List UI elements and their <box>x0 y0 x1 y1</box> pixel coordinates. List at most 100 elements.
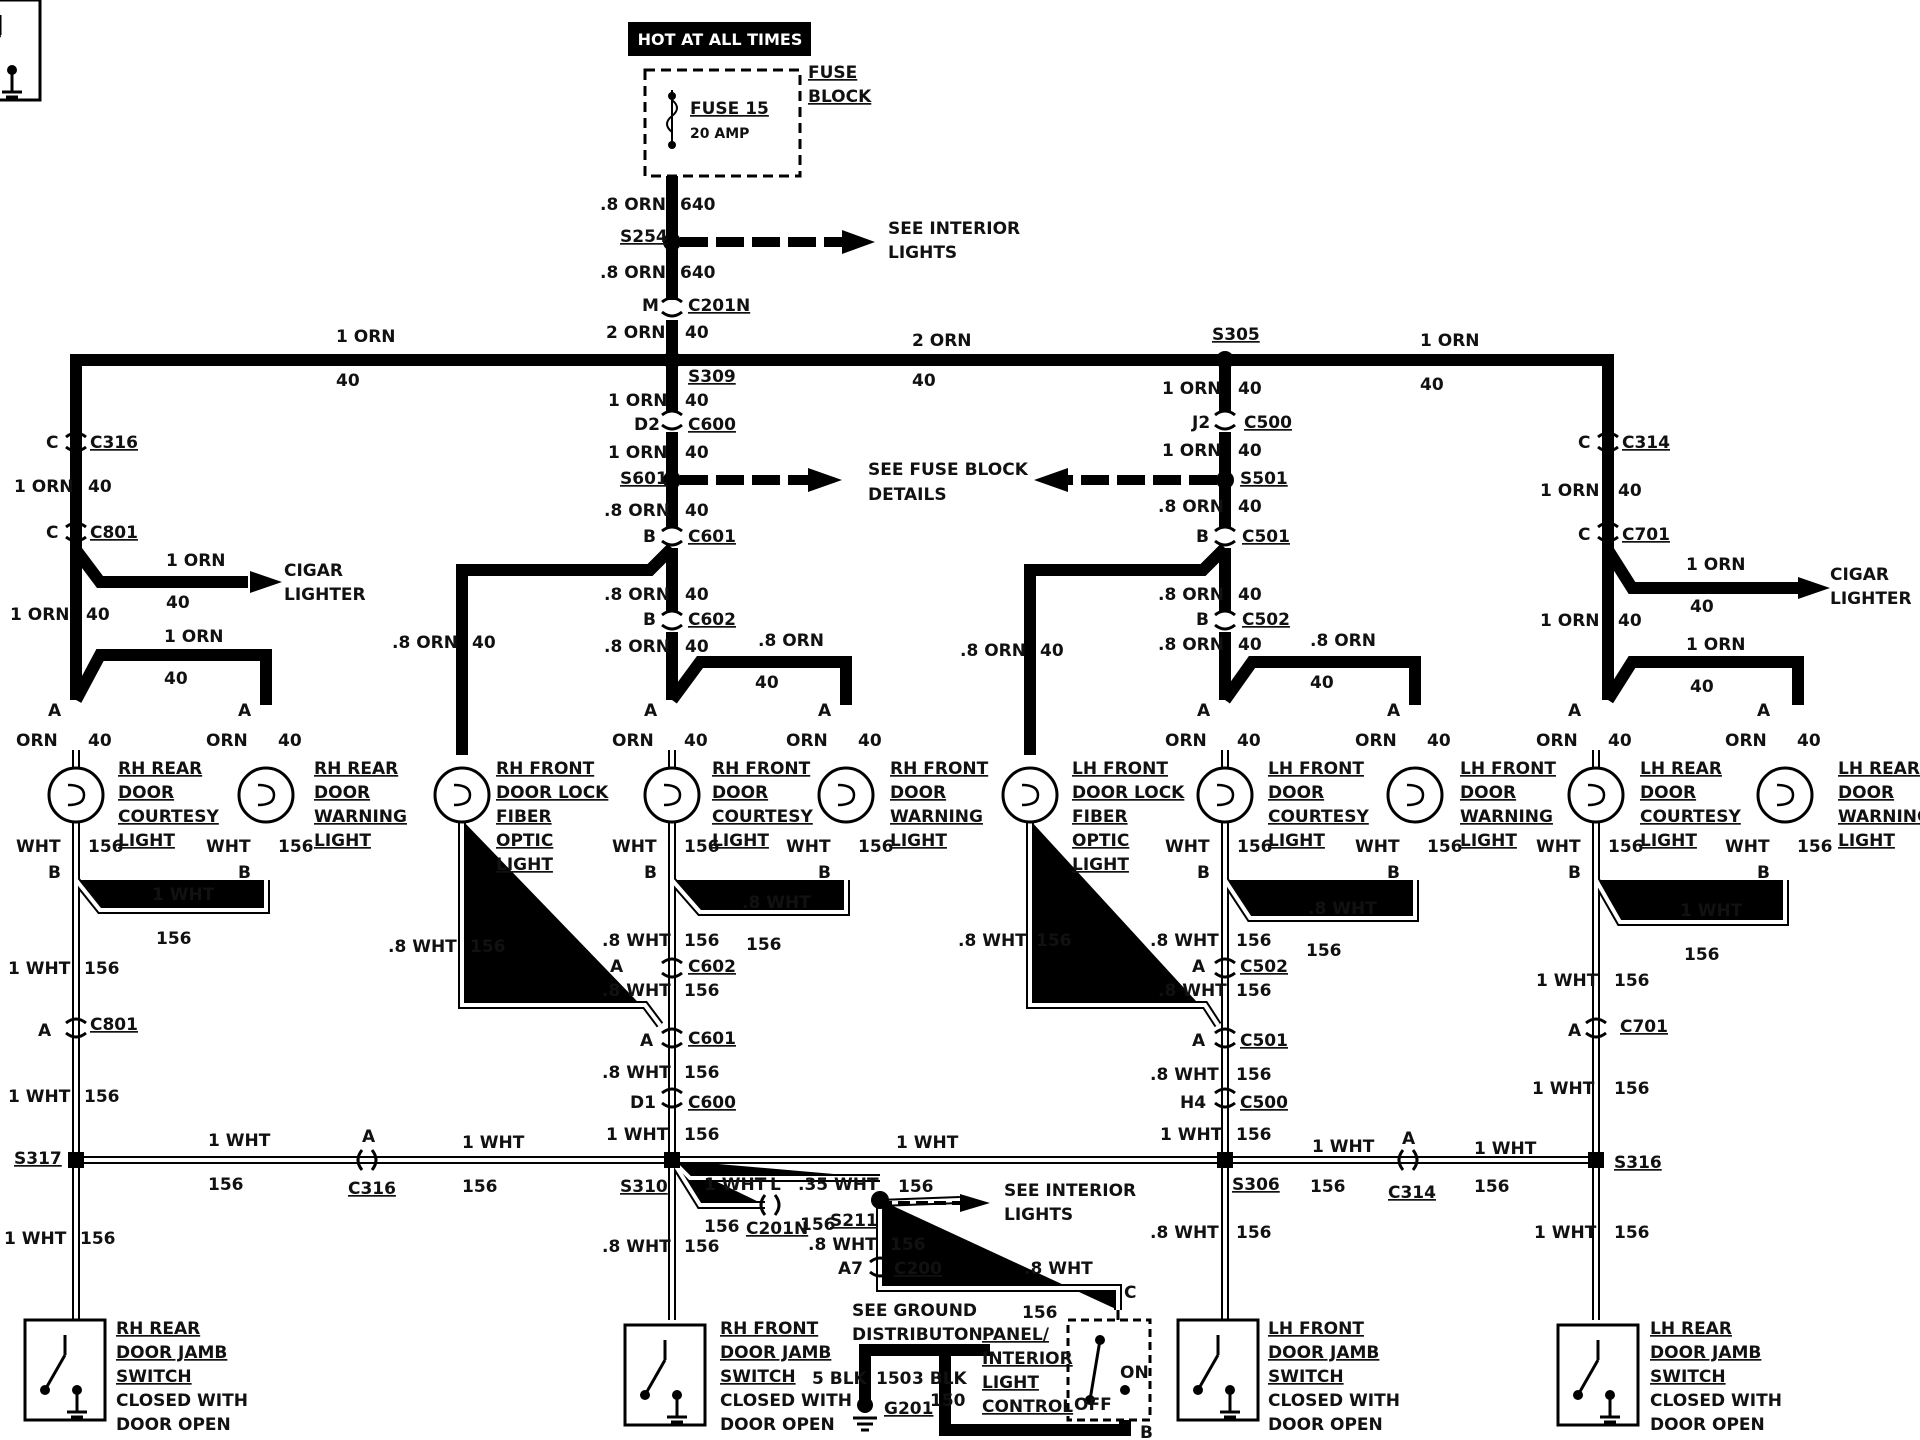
lamp-name-label: RH REAR <box>118 759 202 779</box>
circuit-label: 40 <box>755 673 779 693</box>
circuit-label: 40 <box>88 731 112 751</box>
lh-front-jamb-switch-icon <box>1176 1318 1260 1422</box>
lamp-name-label: LH REAR <box>1640 759 1722 779</box>
wire-label: .8 ORN <box>604 501 670 521</box>
wire-label: .8 ORN <box>600 263 666 283</box>
connector-label: C314 <box>1622 433 1670 453</box>
lamp-name-label: LH REAR <box>1838 759 1920 779</box>
switch-note-label: CLOSED WITH <box>1268 1391 1400 1411</box>
lamp-name-label: WARNING <box>1838 807 1920 827</box>
splice-label: S601 <box>620 469 668 489</box>
lamp-name-label: COURTESY <box>118 807 220 827</box>
wire-label: 2 ORN <box>912 331 972 351</box>
component-label: CONTROL <box>982 1397 1073 1417</box>
wire-label: 1 ORN <box>1540 481 1600 501</box>
circuit-label: 640 <box>680 263 716 283</box>
circuit-label: 40 <box>336 371 360 391</box>
circuit-label: 40 <box>1420 375 1444 395</box>
circuit-label: 156 <box>898 1177 934 1197</box>
circuit-label: 40 <box>1310 673 1334 693</box>
lamp-name-label: DOOR LOCK <box>1072 783 1185 803</box>
pin-label: A <box>644 701 658 721</box>
circuit-label: 40 <box>685 323 709 343</box>
wire-label: ORN <box>1536 731 1578 751</box>
circuit-label: 40 <box>1618 611 1642 631</box>
pin-label: A <box>238 701 252 721</box>
circuit-label: 156 <box>462 1177 498 1197</box>
see-fuse-block-details-arrow-left <box>680 468 842 492</box>
pin-label: B <box>48 863 61 883</box>
wire-label: 1 WHT <box>1474 1139 1537 1159</box>
lamp-name-label: LH FRONT <box>1072 759 1168 779</box>
connector-label: C502 <box>1242 610 1290 630</box>
pin-label: H4 <box>1180 1093 1206 1113</box>
pin-label: C <box>1124 1283 1136 1303</box>
wire-label: 1 WHT <box>152 885 215 905</box>
circuit-label: 40 <box>684 731 708 751</box>
wht-wiring <box>76 750 1785 1320</box>
wire-label: 1 WHT <box>1680 901 1743 921</box>
wire-label: .8 ORN <box>1310 631 1376 651</box>
switch-name-label: DOOR JAMB <box>720 1343 831 1363</box>
connector-label: C314 <box>1388 1183 1436 1203</box>
labels: .8 ORN 640 S254 SEE INTERIOR LIGHTS .8 O… <box>10 195 1912 697</box>
circuit-label: 40 <box>685 443 709 463</box>
fuse-icon <box>666 99 678 133</box>
circuit-label: 40 <box>1797 731 1821 751</box>
lamp-name-label: LH FRONT <box>1268 759 1364 779</box>
connector-label: C501 <box>1240 1031 1288 1051</box>
lh-rear-courtesy-bulb-icon <box>1567 766 1625 824</box>
pin-label: B <box>818 863 831 883</box>
panel-interior-light-control <box>1066 1310 1152 1422</box>
circuit-label: 156 <box>890 1235 926 1255</box>
connector-label: C500 <box>1240 1093 1288 1113</box>
connector-label: C601 <box>688 1029 736 1049</box>
wire-label: 1 WHT <box>8 1087 71 1107</box>
circuit-label: 156 <box>1236 1125 1272 1145</box>
wire-label: .8 WHT <box>1150 1223 1219 1243</box>
pin-label: A <box>1757 701 1771 721</box>
note-label: LIGHTER <box>284 585 366 605</box>
note-label: SEE INTERIOR <box>888 219 1020 239</box>
circuit-label: 40 <box>1238 379 1262 399</box>
pin-label: A <box>48 701 62 721</box>
pin-label: D2 <box>634 415 660 435</box>
switch-name-label: SWITCH <box>720 1367 796 1387</box>
lamp-name-label: RH FRONT <box>890 759 989 779</box>
see-interior-lights-arrow-lower <box>880 1194 990 1212</box>
pin-label: A <box>1197 701 1211 721</box>
lamp-name-label: DOOR <box>1640 783 1696 803</box>
splice-label: S306 <box>1232 1175 1280 1195</box>
connector-label: C200 <box>894 1259 942 1279</box>
splice-label: S211 <box>830 1211 878 1231</box>
circuit-label: 156 <box>858 837 894 857</box>
wire-label: 1 WHT <box>1532 1079 1595 1099</box>
pin-label: A <box>640 1031 654 1051</box>
connector-label: C701 <box>1620 1017 1668 1037</box>
wire-label: 1 ORN <box>1686 635 1746 655</box>
wire-label: 1 WHT <box>4 1229 67 1249</box>
wire-label: .8 WHT <box>1308 899 1377 919</box>
switch-note-label: CLOSED WITH <box>720 1391 852 1411</box>
wire-label: 1 WHT <box>1312 1137 1375 1157</box>
wire-label: 1 WHT <box>208 1131 271 1151</box>
wire-label: .8 WHT <box>1150 931 1219 951</box>
circuit-label: 40 <box>1238 585 1262 605</box>
note-label: DETAILS <box>868 485 947 505</box>
rh-front-warning-bulb-icon <box>817 766 875 824</box>
switch-state-label: OFF <box>1074 1395 1112 1415</box>
ground-label: G201 <box>884 1399 933 1419</box>
note-label: SEE FUSE BLOCK <box>868 460 1029 480</box>
connector-label: C316 <box>348 1179 396 1199</box>
wire-label: .8 ORN <box>1158 635 1224 655</box>
fuse-block: FUSE 15 20 AMP <box>643 68 802 178</box>
wire-label: .8 ORN <box>1158 585 1224 605</box>
circuit-label: 150 <box>876 1369 912 1389</box>
note-label: SEE INTERIOR <box>1004 1181 1136 1201</box>
pin-label: A <box>1192 1031 1206 1051</box>
cigar-lighter-arrow-rh <box>250 571 282 593</box>
wire-label: .8 ORN <box>600 195 666 215</box>
connector-label: C201N <box>688 296 750 316</box>
door-jamb-switches <box>0 0 1640 1427</box>
pin-label: B <box>1140 1423 1153 1440</box>
